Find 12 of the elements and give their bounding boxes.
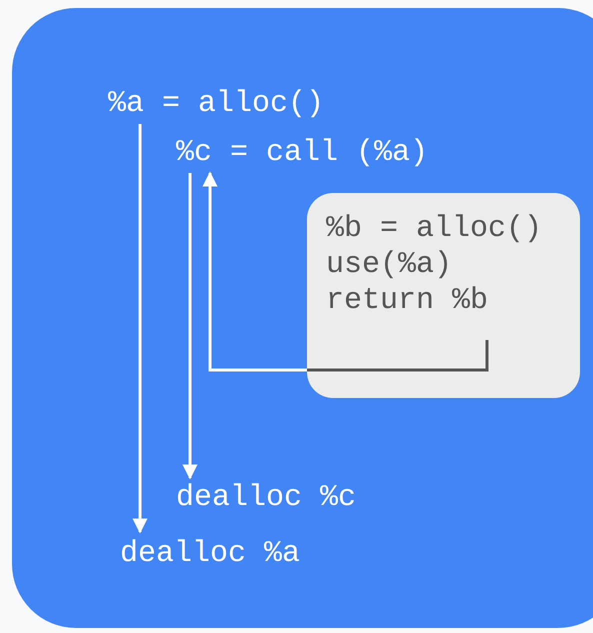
code-line: %c = call (%a) <box>176 135 428 171</box>
arrow <box>132 124 148 534</box>
code-line: %b = alloc() <box>326 211 542 247</box>
code-line: use(%a) <box>326 247 452 283</box>
arrow <box>182 173 198 480</box>
arrow <box>202 172 307 372</box>
code-card <box>307 193 580 398</box>
rounded-panel <box>12 8 593 628</box>
code-line: %a = alloc() <box>108 86 324 122</box>
code-line: return %b <box>326 283 488 319</box>
code-line: dealloc %a <box>120 536 300 572</box>
code-line: dealloc %c <box>176 480 356 516</box>
